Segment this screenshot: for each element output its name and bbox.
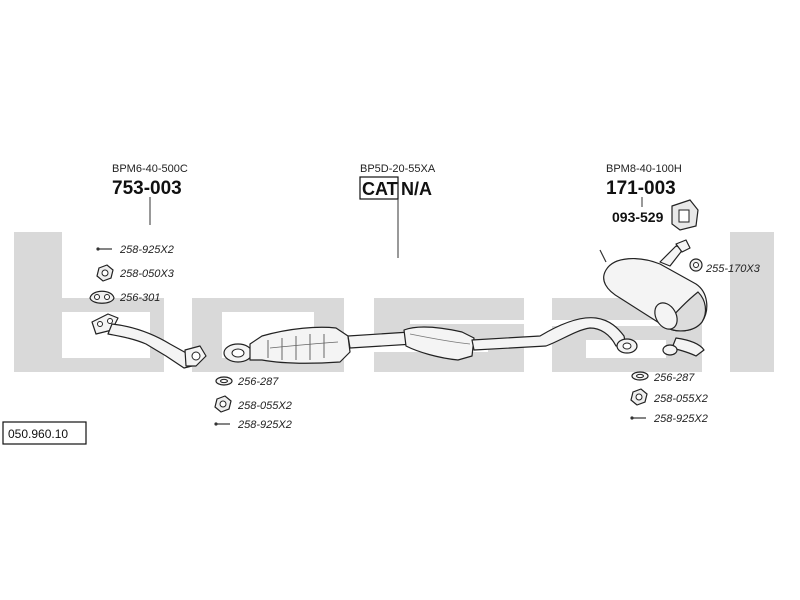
nut-icon	[214, 395, 232, 413]
catalyst-label[interactable]: BP5D-20-55XA CAT N/A	[359, 163, 436, 258]
exhaust-assembly	[91, 239, 708, 369]
gasket-ring-icon	[631, 371, 649, 381]
rear-right-hardware: 255-170X3	[689, 258, 761, 275]
front-bolt-code: 258-925X2	[119, 244, 174, 256]
front-nut-code: 258-050X3	[119, 268, 175, 280]
front-pipe-oem: BPM6-40-500C	[112, 163, 188, 175]
rear-nut-code: 258-055X2	[653, 393, 708, 405]
bolt-icon	[214, 422, 230, 426]
middle-bolt-code: 258-925X2	[237, 419, 292, 431]
rear-silencer-sub-number: 093-529	[612, 209, 664, 225]
reference-number: 050.960.10	[8, 427, 68, 441]
rear-silencer-number: 171-003	[606, 178, 676, 199]
middle-hardware: 256-287 258-055X2 258-925X2	[214, 376, 292, 431]
middle-gasket-code: 256-287	[237, 376, 279, 388]
rear-silencer-oem: BPM8-40-100H	[606, 163, 682, 175]
catalyst-oem: BP5D-20-55XA	[360, 163, 436, 175]
bolt-icon	[96, 247, 112, 251]
rubber-hanger-icon	[689, 258, 703, 272]
rear-hanger-code: 255-170X3	[705, 263, 761, 275]
rear-silencer-label[interactable]: BPM8-40-100H 171-003 093-529	[606, 163, 682, 225]
nut-icon	[630, 388, 648, 406]
catalyst-cat-label: CAT	[362, 179, 398, 199]
middle-nut-code: 258-055X2	[237, 400, 292, 412]
front-hardware: 258-925X2 258-050X3 256-301	[89, 244, 175, 304]
gasket-ring-icon	[215, 376, 233, 386]
front-pipe-number: 753-003	[112, 178, 182, 199]
rear-hardware: 256-287 258-055X2 258-925X2	[630, 371, 708, 425]
front-pipe-label[interactable]: BPM6-40-500C 753-003	[112, 163, 188, 225]
rear-bolt-code: 258-925X2	[653, 413, 708, 425]
nut-icon	[96, 264, 114, 282]
bolt-icon	[630, 416, 646, 420]
catalyst-number: N/A	[401, 179, 432, 199]
front-gasket-code: 256-301	[119, 292, 160, 304]
rear-gasket-code: 256-287	[653, 372, 695, 384]
flange-gasket-icon	[89, 290, 115, 304]
reference-number-box: 050.960.10	[2, 421, 87, 445]
mounting-bracket-icon	[671, 199, 699, 231]
